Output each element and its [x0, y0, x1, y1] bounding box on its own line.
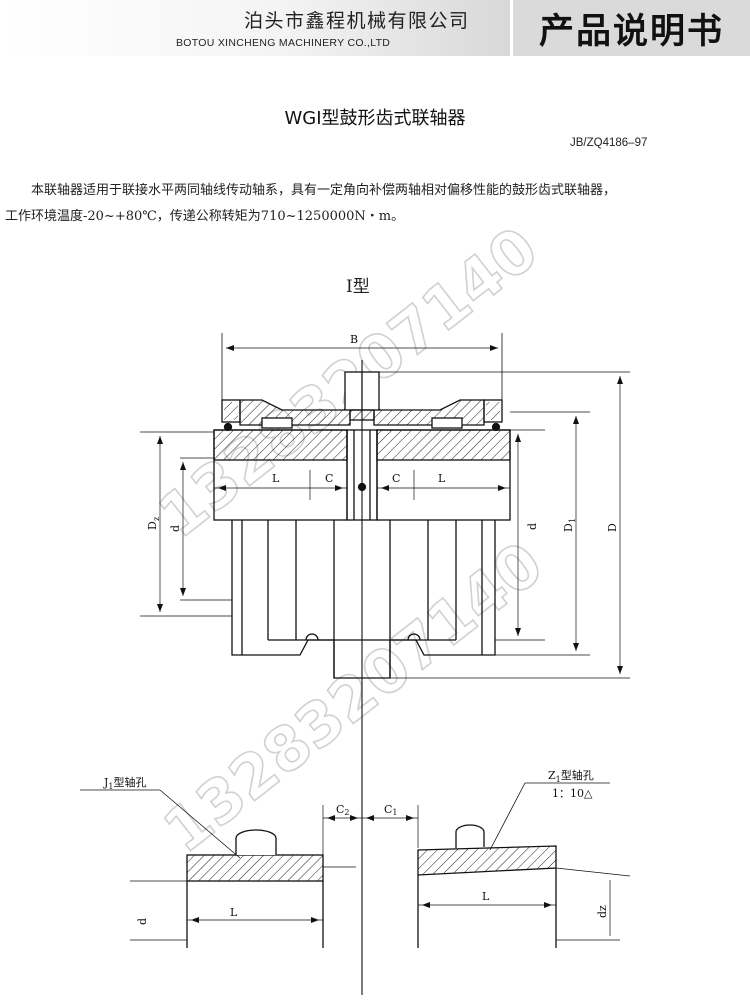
dim-dz-bore: dz: [596, 905, 609, 918]
dim-c2: C2: [336, 803, 350, 817]
j1-letter: J: [103, 776, 108, 789]
header-company-band: 泊头市鑫程机械有限公司 BOTOU XINCHENG MACHINERY CO.…: [0, 0, 510, 56]
dim-c-left: C: [325, 472, 333, 485]
dim-dz-sub: z: [152, 517, 161, 521]
j1-suffix: 型轴孔: [114, 775, 147, 789]
dim-d-right: d: [526, 523, 539, 530]
dim-c2-letter: C: [336, 803, 344, 816]
standard-code: JB/ZQ4186–97: [570, 137, 648, 149]
dim-b: B: [350, 333, 358, 346]
dim-l-j1: L: [230, 906, 238, 919]
dim-dz: D: [146, 521, 159, 530]
header-gradient: [0, 0, 510, 56]
dim-d-bore: d: [136, 918, 149, 925]
z1-letter: Z: [548, 769, 556, 782]
manual-title: 产品说明书: [538, 12, 724, 52]
dim-c1-sub: 1: [392, 808, 397, 817]
dim-d1: D: [562, 523, 575, 532]
dim-dz-bore-group: dz: [596, 905, 609, 918]
left-hub-hatched: [213, 429, 348, 461]
main-assembly: [140, 333, 630, 995]
company-name-en: BOTOU XINCHENG MACHINERY CO.,LTD: [176, 37, 391, 49]
taper-label: 1：10△: [552, 787, 593, 800]
bore-details: [80, 782, 631, 948]
dim-d-right-group: d: [526, 523, 539, 530]
z1-hub-section: [417, 845, 557, 876]
j1-label: J1型轴孔: [103, 775, 147, 791]
dim-dz-group: D z: [146, 517, 161, 530]
z1-subscript: 1: [556, 775, 561, 784]
dim-c1-letter: C: [384, 803, 392, 816]
header-manual-band: 产品说明书: [513, 0, 750, 56]
dim-big-d: D: [606, 523, 619, 532]
spacer: [346, 429, 378, 521]
dim-l-z1: L: [482, 890, 490, 903]
description-line-2: 工作环境温度-20~+80℃，传递公称转矩为710~1250000N・m。: [5, 209, 405, 224]
company-name-cn: 泊头市鑫程机械有限公司: [244, 10, 470, 32]
dim-c1: C1: [384, 803, 398, 817]
dim-d1-group: D 1: [562, 518, 577, 532]
j1-subscript: 1: [108, 782, 113, 791]
right-hub-hatched: [376, 429, 511, 461]
dim-big-d-group: D: [606, 523, 619, 532]
document-title: WGⅠ型鼓形齿式联轴器: [284, 108, 466, 129]
z1-suffix: 型轴孔: [561, 768, 594, 782]
dim-d-bore-group: d: [136, 918, 149, 925]
z1-label: Z1型轴孔: [548, 768, 594, 784]
description: 本联轴器适用于联接水平两同轴线传动轴系，具有一定角向补偿两轴相对偏移性能的鼓形齿…: [5, 178, 740, 230]
description-line-1: 本联轴器适用于联接水平两同轴线传动轴系，具有一定角向补偿两轴相对偏移性能的鼓形齿…: [31, 183, 617, 198]
dim-c-right: C: [392, 472, 400, 485]
dim-l-left: L: [272, 472, 280, 485]
dim-d-left: d: [169, 525, 182, 532]
right-sleeve: [373, 399, 485, 426]
dim-l-right: L: [438, 472, 446, 485]
dim-d1-sub: 1: [568, 518, 577, 523]
dim-c2-sub: 2: [344, 808, 349, 817]
dim-d-left-group: d: [169, 525, 182, 532]
figure-type-label: Ⅰ型: [346, 277, 370, 297]
j1-hub-section: [186, 854, 324, 882]
